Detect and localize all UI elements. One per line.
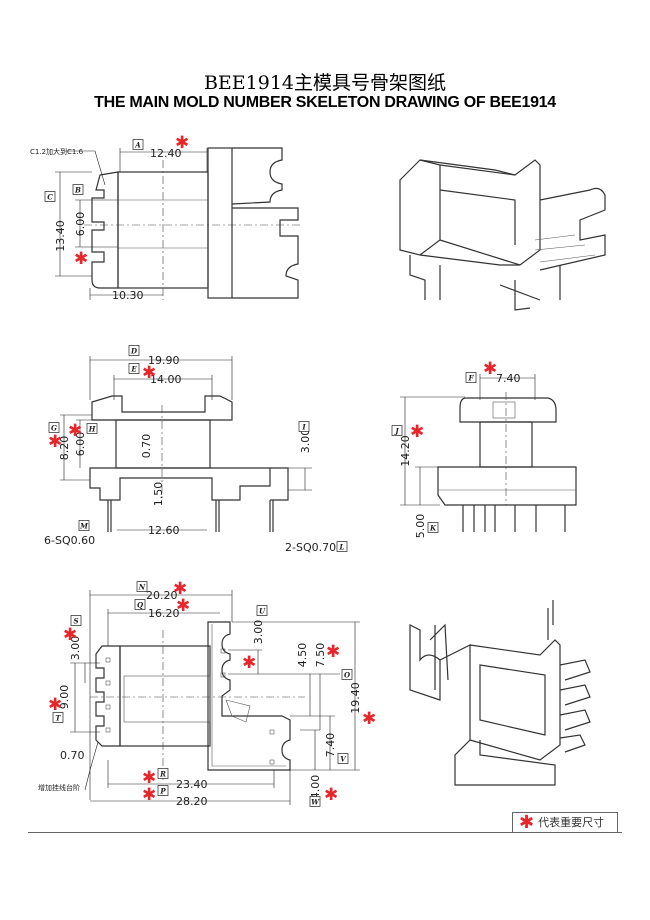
asterisk-icon: ✱ — [483, 359, 497, 379]
dim-H: 6.00 — [74, 432, 87, 457]
asterisk-icon: ✱ — [326, 642, 340, 662]
svg-text:G: G — [51, 424, 57, 433]
asterisk-icon: ✱ — [519, 812, 535, 833]
iso-view-1 — [399, 159, 606, 311]
dim-S: 3.00 — [69, 636, 82, 661]
dim-V: 7.40 — [324, 733, 337, 758]
iso-view-2 — [409, 600, 591, 786]
dim-width: 10.30 — [112, 289, 144, 302]
svg-text:S: S — [73, 617, 78, 626]
dim-M: 6-SQ0.60 — [44, 534, 95, 547]
dim-O: 19.40 — [349, 682, 362, 714]
asterisk-icon: ✱ — [48, 432, 62, 452]
dim-U: 3.00 — [252, 620, 265, 645]
svg-text:N: N — [138, 583, 146, 592]
title-en: THE MAIN MOLD NUMBER SKELETON DRAWING OF… — [94, 94, 556, 111]
bottom-rule — [28, 832, 622, 833]
asterisk-icon: ✱ — [175, 133, 189, 153]
dim-Q: 16.20 — [148, 607, 180, 620]
dim-base: 1.50 — [152, 482, 165, 507]
dim-N: 20.20 — [146, 589, 178, 602]
svg-text:L: L — [339, 543, 345, 552]
svg-text:D: D — [130, 347, 138, 356]
top-view — [55, 147, 300, 300]
dim-B: 6.00 — [74, 212, 87, 237]
dim-F: 7.40 — [496, 372, 521, 385]
reference-labels: A B C D E F G H I J K L M N O P Q R S T … — [44, 139, 477, 807]
svg-text:O: O — [344, 671, 351, 680]
svg-text:V: V — [340, 755, 347, 764]
dim-D: 19.90 — [148, 354, 180, 367]
step-note: 增加挂线台阶 — [38, 783, 80, 792]
dim-wall: 0.70 — [60, 749, 85, 762]
svg-text:E: E — [130, 365, 137, 374]
dim-J: 14.20 — [399, 435, 412, 467]
svg-text:W: W — [311, 798, 320, 807]
svg-text:B: B — [74, 186, 81, 195]
asterisk-icon: ✱ — [142, 785, 156, 805]
svg-text:K: K — [429, 524, 437, 533]
asterisk-icon: ✱ — [63, 625, 77, 645]
asterisk-icon: ✱ — [74, 249, 88, 269]
chamfer-note: C1.2加大到C1.6 — [30, 147, 84, 156]
asterisk-icon: ✱ — [68, 421, 82, 441]
front-view — [60, 356, 312, 532]
legend-box: ✱代表重要尺寸 — [512, 812, 618, 833]
asterisk-icon: ✱ — [362, 709, 376, 729]
side-view — [400, 374, 577, 532]
svg-text:F: F — [468, 374, 475, 383]
dim-pin-span: 12.60 — [148, 524, 180, 537]
svg-text:P: P — [159, 787, 166, 796]
asterisk-icon: ✱ — [173, 579, 187, 599]
svg-text:H: H — [88, 425, 96, 434]
svg-text:J: J — [393, 427, 399, 436]
dim-7-50: 7.50 — [314, 643, 327, 668]
bottom-view — [70, 590, 360, 805]
asterisk-icon: ✱ — [176, 596, 190, 616]
dim-L: 2-SQ0.70 — [285, 541, 336, 554]
dim-core-wall: 0.70 — [140, 434, 153, 459]
asterisk-icon: ✱ — [324, 785, 338, 805]
dim-C: 13.40 — [54, 220, 67, 252]
asterisk-icon: ✱ — [242, 653, 256, 673]
legend-text: 代表重要尺寸 — [538, 816, 605, 829]
svg-text:C: C — [47, 193, 53, 202]
svg-text:R: R — [159, 770, 166, 779]
dim-G: 8.20 — [58, 436, 71, 461]
dim-T: 9.00 — [58, 685, 71, 710]
dim-E: 14.00 — [150, 373, 182, 386]
important-markers: ✱ ✱ ✱ ✱ ✱ ✱ ✱ ✱ ✱ ✱ ✱ ✱ ✱ ✱ ✱ ✱ ✱ — [48, 133, 497, 805]
asterisk-icon: ✱ — [142, 363, 156, 383]
svg-text:T: T — [55, 714, 61, 723]
dim-W: 4.00 — [309, 775, 322, 800]
title-cn: BEE1914主模具号骨架图纸 — [203, 72, 447, 94]
dim-R: 23.40 — [176, 778, 208, 791]
dim-I: 3.00 — [299, 429, 312, 454]
svg-text:I: I — [301, 423, 306, 432]
dim-P: 28.20 — [176, 795, 208, 808]
dim-4-50: 4.50 — [296, 643, 309, 668]
svg-text:M: M — [79, 522, 88, 531]
asterisk-icon: ✱ — [410, 422, 424, 442]
svg-text:U: U — [259, 607, 266, 616]
dim-K: 5.00 — [414, 514, 427, 539]
asterisk-icon: ✱ — [142, 768, 156, 788]
svg-text:A: A — [134, 141, 141, 150]
dim-A: 12.40 — [150, 147, 182, 160]
svg-text:Q: Q — [137, 601, 143, 610]
asterisk-icon: ✱ — [48, 695, 62, 715]
